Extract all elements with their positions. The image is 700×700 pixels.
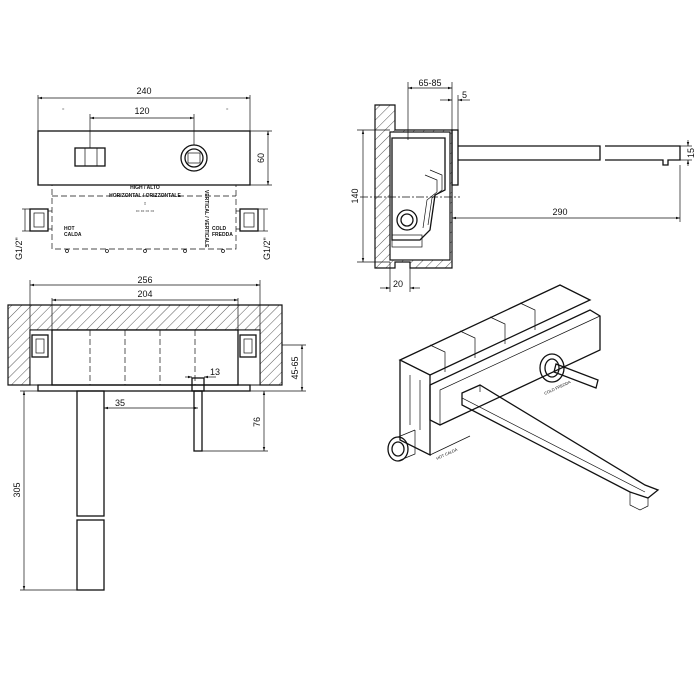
iso-box-top	[398, 284, 592, 376]
front-lever	[74, 147, 106, 167]
dim-204: 204	[137, 289, 152, 299]
plan-right-connector	[239, 334, 257, 358]
front-plate	[37, 130, 251, 186]
left-connector	[29, 208, 52, 232]
svg-text:=: =	[62, 106, 65, 111]
iso-connector	[387, 436, 409, 462]
iso-plate	[429, 309, 601, 426]
label-hot: HOT	[64, 226, 75, 232]
dim-65-85: 65-85	[418, 78, 441, 88]
label-hot-it: CALDA	[64, 232, 82, 238]
dim-60: 60	[256, 153, 266, 163]
dim-305: 305	[12, 482, 22, 497]
plan-left-connector	[31, 334, 49, 358]
front-view: HIGH / ALTO HORIZONTAL / ORIZZONTALE ⇧ ▭…	[14, 86, 272, 260]
right-connector	[236, 208, 259, 232]
iso-view: COLD FREDDA HOT CALDA	[387, 284, 660, 511]
side-plate	[451, 129, 459, 186]
dim-20: 20	[393, 279, 403, 289]
iso-spout	[461, 384, 660, 499]
dim-13: 13	[210, 367, 220, 377]
iso-lever	[553, 363, 599, 389]
side-spout-a	[458, 145, 601, 161]
dim-15: 15	[686, 148, 696, 158]
dim-thread-left: G1/2"	[14, 237, 24, 260]
label-horizontal: HORIZONTAL / ORIZZONTALE	[109, 193, 181, 199]
dim-240: 240	[136, 86, 151, 96]
side-connector	[396, 209, 418, 231]
dim-thread-right: G1/2"	[262, 237, 272, 260]
svg-text:=: =	[226, 106, 229, 111]
plan-spout-b	[76, 519, 105, 591]
plan-spout-a	[76, 390, 105, 517]
side-view: 65-85 5 140 290 15 20	[350, 78, 696, 292]
dim-35: 35	[115, 398, 125, 408]
label-cold: COLD	[212, 226, 227, 232]
dim-120: 120	[134, 106, 149, 116]
dim-290: 290	[552, 207, 567, 217]
dim-45-65: 45-65	[290, 356, 300, 379]
dim-140: 140	[350, 188, 360, 203]
label-vertical: VERTICAL / VERTICALE	[203, 190, 209, 248]
label-high: HIGH / ALTO	[130, 185, 160, 191]
plan-plate	[37, 384, 251, 392]
svg-text:▭ ▭ ▭ ▭: ▭ ▭ ▭ ▭	[136, 208, 155, 213]
plan-lever	[193, 390, 203, 452]
side-valve-body	[391, 137, 446, 241]
plan-view: 256 204 45-65 35 13 76 305	[7, 275, 306, 591]
svg-text:⇧: ⇧	[143, 201, 146, 206]
side-spout-b	[605, 145, 681, 166]
dim-5: 5	[462, 90, 467, 100]
label-cold-it: FREDDA	[212, 232, 233, 238]
front-body-dashed	[51, 184, 237, 250]
iso-label-hot: HOT CALDA	[435, 447, 458, 461]
dim-256: 256	[137, 275, 152, 285]
dim-76: 76	[252, 417, 262, 427]
iso-rosette	[539, 353, 565, 383]
